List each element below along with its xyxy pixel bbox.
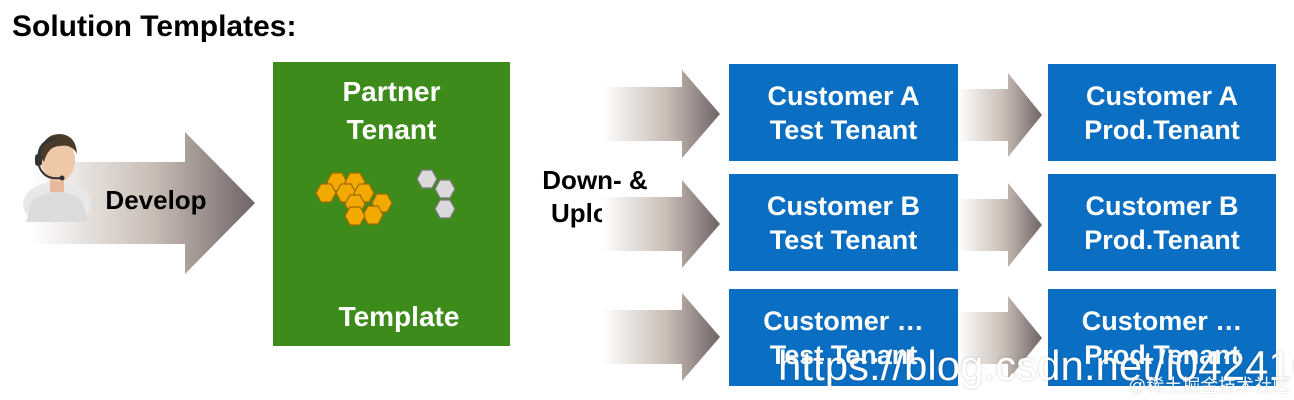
promote-arrow-a	[958, 73, 1042, 157]
partner-tenant-box: Partner Tenant Template	[273, 62, 510, 346]
test-tenant-b-line2: Test Tenant	[769, 224, 918, 255]
partner-tenant-line1: Partner	[342, 76, 441, 107]
test-tenant-b-line1: Customer B	[766, 190, 921, 221]
test-tenant-c-line2: Test Tenant	[769, 339, 918, 370]
page-title: Solution Templates:	[12, 10, 297, 43]
develop-label: Develop	[105, 185, 207, 215]
test-tenant-b-text: Customer B Test Tenant	[729, 174, 958, 271]
watermark-url: https://blog.csdn.net/i042416	[778, 342, 1294, 389]
prod-tenant-b-line2: Prod.Tenant	[1084, 224, 1240, 255]
upload-arrow-a	[602, 70, 720, 158]
person-headset-icon	[23, 134, 91, 222]
prod-tenant-a-text: Customer A Prod.Tenant	[1048, 64, 1276, 161]
prod-tenant-b-line1: Customer B	[1085, 190, 1239, 221]
template-label: Template	[338, 301, 460, 332]
watermark-cn: @稀土掘金技术社区	[1128, 376, 1291, 396]
upload-arrow-c	[602, 293, 720, 381]
test-tenant-a-line1: Customer A	[767, 80, 920, 111]
honeycomb-gold-icon	[315, 172, 393, 226]
test-tenant-a	[729, 64, 958, 161]
transfer-label-line1: Down- &	[542, 165, 648, 195]
prod-tenant-c	[1048, 289, 1276, 386]
prod-tenant-c-line1: Customer …	[1081, 305, 1243, 336]
test-tenant-c	[729, 289, 958, 386]
promote-arrow-c	[958, 296, 1042, 380]
honeycomb-gray-icon	[416, 169, 456, 219]
test-tenant-c-text: Customer … Test Tenant	[729, 289, 958, 386]
prod-tenant-b-text: Customer B Prod.Tenant	[1048, 174, 1276, 271]
prod-tenant-a	[1048, 64, 1276, 161]
develop-arrow	[30, 132, 255, 274]
prod-tenant-a-line2: Prod.Tenant	[1084, 114, 1240, 145]
test-tenant-a-text: Customer A Test Tenant	[729, 64, 958, 161]
test-tenant-c-line1: Customer …	[763, 305, 924, 336]
prod-tenant-c-line2: Prod.Tenant	[1084, 339, 1240, 370]
prod-tenant-b	[1048, 174, 1276, 271]
prod-tenant-a-line1: Customer A	[1085, 80, 1239, 111]
test-tenant-a-line2: Test Tenant	[769, 114, 918, 145]
prod-tenant-c-text: Customer … Prod.Tenant	[1048, 289, 1276, 386]
partner-tenant-line2: Tenant	[346, 114, 437, 145]
test-tenant-b	[729, 174, 958, 271]
promote-arrow-b	[958, 183, 1042, 267]
upload-arrow-b	[602, 180, 720, 268]
